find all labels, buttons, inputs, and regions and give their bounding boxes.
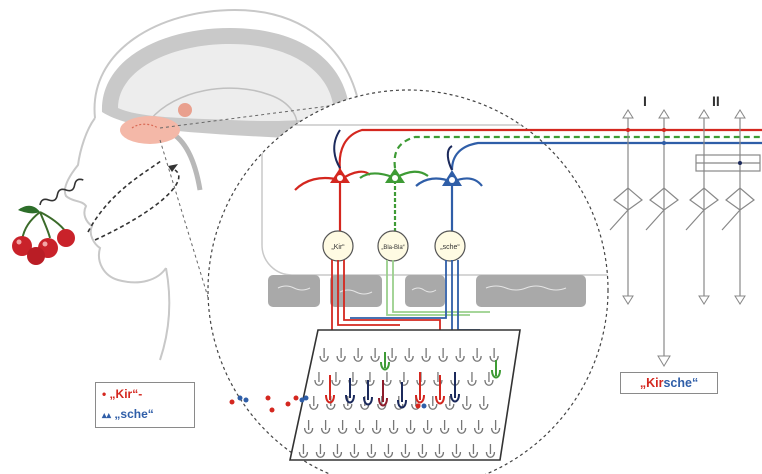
legend-box: • „Kir“- ▴▴ „sche“ xyxy=(95,382,195,428)
node-kir: „Kir“ xyxy=(323,231,353,261)
node-sche-label: „sche“ xyxy=(440,244,460,251)
dashed-path-1 xyxy=(88,160,162,232)
neck-line xyxy=(160,268,169,360)
column-dots xyxy=(626,128,742,165)
result-word-box: „Kirsche“ xyxy=(620,372,718,394)
receptor-grid xyxy=(290,330,520,460)
layer-label-1: I xyxy=(643,93,647,109)
dashed-path-2 xyxy=(95,170,179,240)
node-sche: „sche“ xyxy=(435,231,465,261)
result-sche: sche xyxy=(663,376,692,390)
legend-sche-text: „sche“ xyxy=(114,407,153,421)
stimulus-wave xyxy=(39,177,85,207)
olfactory-region xyxy=(120,116,180,144)
result-close-quote: “ xyxy=(692,376,698,390)
layer-columns xyxy=(610,112,760,360)
red-dot-icon: • xyxy=(102,387,106,401)
layer-label-2: II xyxy=(712,93,720,109)
cherry-icon xyxy=(12,206,75,265)
node-blabla: „Bla-Bla“ xyxy=(378,231,408,261)
result-kir: Kir xyxy=(646,376,663,390)
node-blabla-label: „Bla-Bla“ xyxy=(381,245,404,251)
legend-kir-text: „Kir“- xyxy=(110,387,143,401)
column-arrows xyxy=(623,110,745,366)
legend-row-kir: • „Kir“- xyxy=(102,387,142,401)
blue-triangles-icon: ▴▴ xyxy=(102,410,111,420)
node-kir-label: „Kir“ xyxy=(331,244,345,251)
legend-row-sche: ▴▴ „sche“ xyxy=(102,407,154,421)
region-dot xyxy=(178,103,192,117)
